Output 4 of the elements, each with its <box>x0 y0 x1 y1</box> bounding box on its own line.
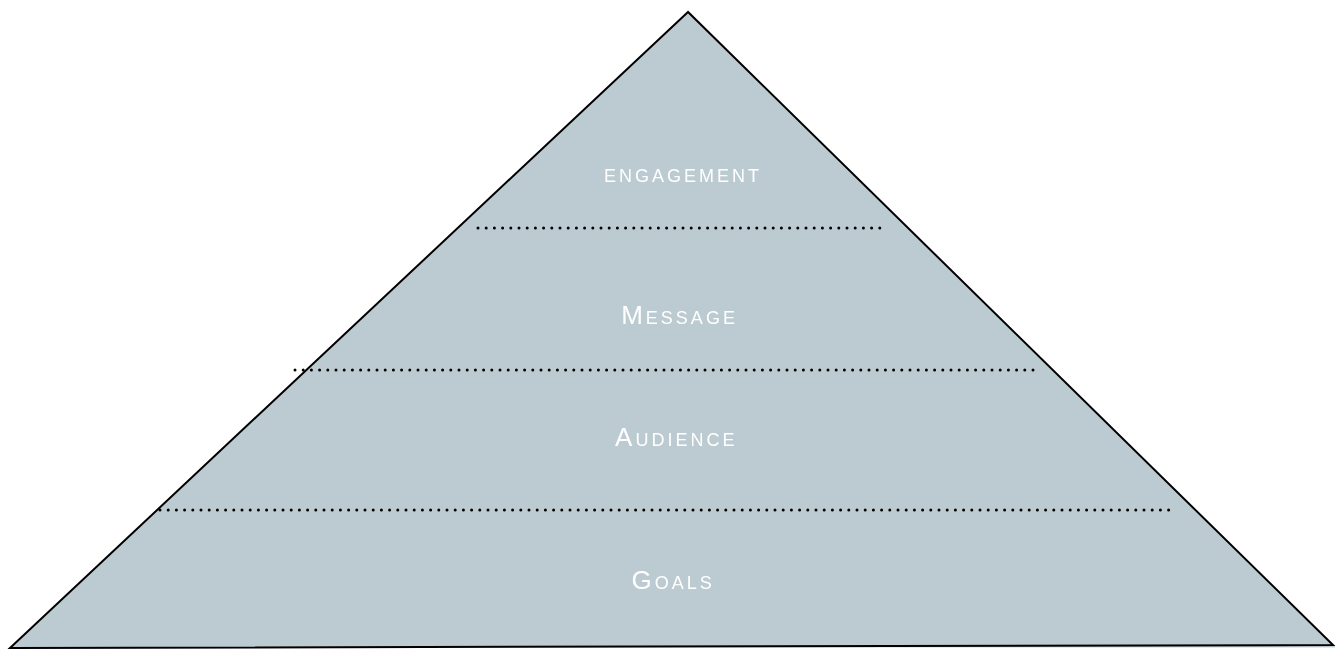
level-label: Audience <box>615 424 738 450</box>
level-label: engagement <box>603 160 762 186</box>
level-label: Message <box>621 302 738 328</box>
level-label: Goals <box>631 567 715 593</box>
